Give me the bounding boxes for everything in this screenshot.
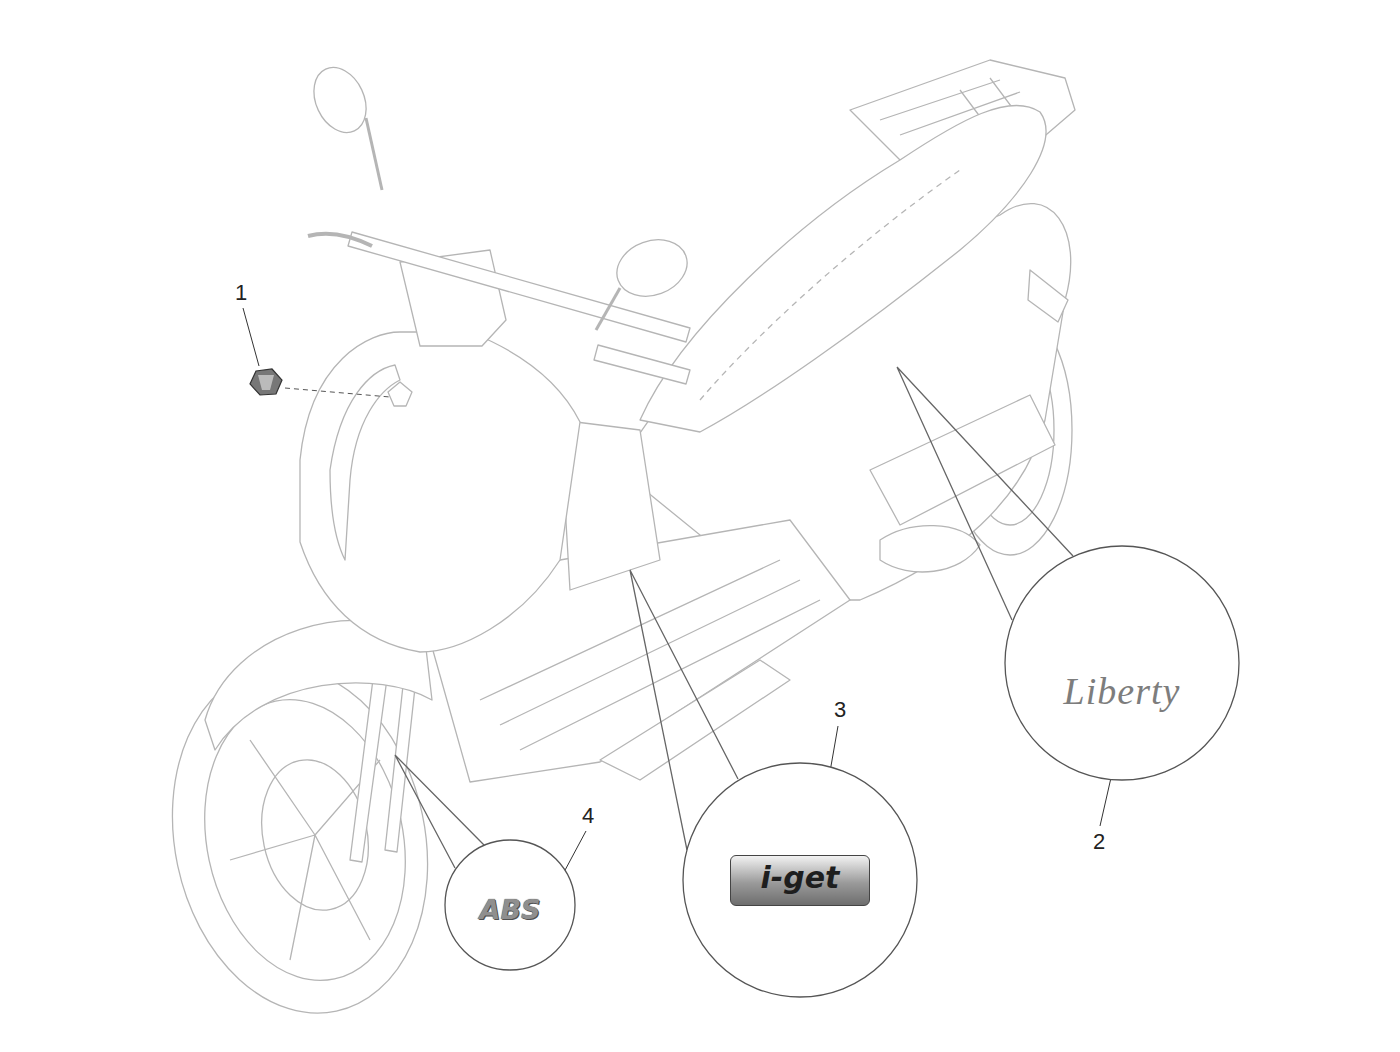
- badge-detail: [258, 375, 274, 390]
- callout-circle: i-get: [682, 762, 918, 998]
- callout-circle: ABS: [444, 839, 576, 971]
- left-mirror: [304, 59, 376, 141]
- right-mirror: [609, 230, 695, 305]
- mirror-stem: [596, 288, 620, 330]
- circle-outline: [1005, 546, 1239, 780]
- leader-line: [243, 308, 259, 366]
- right-grip: [594, 345, 690, 384]
- logo-text: Liberty: [1064, 669, 1181, 713]
- circle-content: Liberty: [1004, 545, 1240, 809]
- badge-part: [250, 369, 282, 395]
- circle-outline: [445, 840, 575, 970]
- front-shield: [300, 332, 580, 652]
- engine-cover: [870, 395, 1055, 525]
- shield-emblem: [388, 382, 412, 406]
- brake-lever: [308, 234, 372, 246]
- callout-number: 3: [834, 699, 846, 721]
- engine-case: [880, 526, 980, 572]
- side-step: [600, 660, 790, 780]
- tail-light: [1028, 270, 1068, 322]
- callout-wedge: [395, 755, 484, 868]
- callout-circle: Liberty: [1004, 545, 1240, 781]
- callout-number: 4: [582, 805, 594, 827]
- seat-seam: [700, 170, 960, 400]
- callout-number: 1: [235, 282, 247, 304]
- mirror-stem: [366, 118, 382, 190]
- seat: [640, 105, 1046, 432]
- circle-content: i-get: [682, 762, 918, 998]
- circle-outline: [1004, 545, 1242, 783]
- circle-content: ABS: [444, 839, 576, 975]
- circle-outline: [683, 763, 917, 997]
- dashed-leader: [285, 388, 390, 397]
- logo-text: ABS: [480, 894, 541, 925]
- logo-text: i-get: [730, 855, 871, 906]
- callout-number: 2: [1093, 831, 1105, 853]
